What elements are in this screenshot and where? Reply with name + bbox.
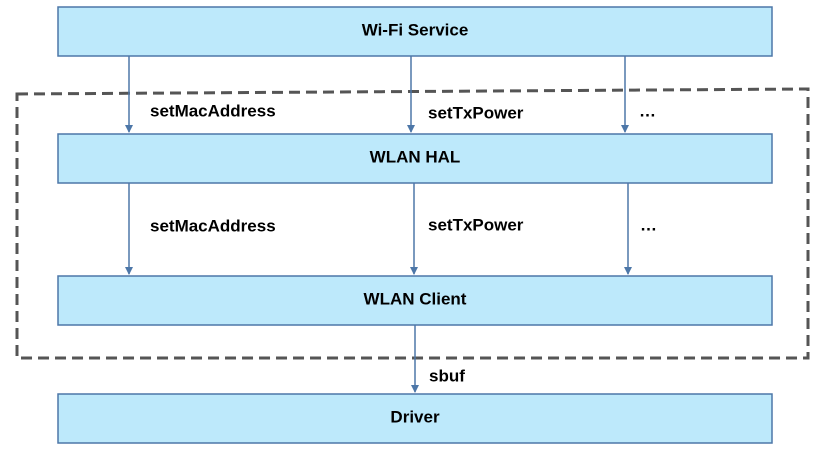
edge-label-hal-client-1: setMacAddress [150, 216, 276, 235]
edge-label-service-hal-1: setMacAddress [150, 101, 276, 120]
wlan-client-box: WLAN Client [57, 275, 773, 326]
edge-label-service-hal-2: setTxPower [428, 103, 524, 122]
driver-label: Driver [390, 407, 440, 426]
driver-box: Driver [57, 393, 773, 444]
wlan-client-label: WLAN Client [364, 289, 467, 308]
wlan-hal-box: WLAN HAL [57, 133, 773, 184]
wlan-hal-label: WLAN HAL [370, 147, 461, 166]
wifi-service-label: Wi-Fi Service [362, 20, 469, 39]
wifi-service-box: Wi-Fi Service [57, 6, 773, 57]
edge-label-hal-client-3: … [640, 215, 657, 234]
hdf-boundary-dashed-frame [15, 87, 810, 360]
edge-label-service-hal-3: … [639, 101, 656, 120]
edge-label-client-driver: sbuf [429, 366, 465, 385]
edge-label-hal-client-2: setTxPower [428, 215, 524, 234]
